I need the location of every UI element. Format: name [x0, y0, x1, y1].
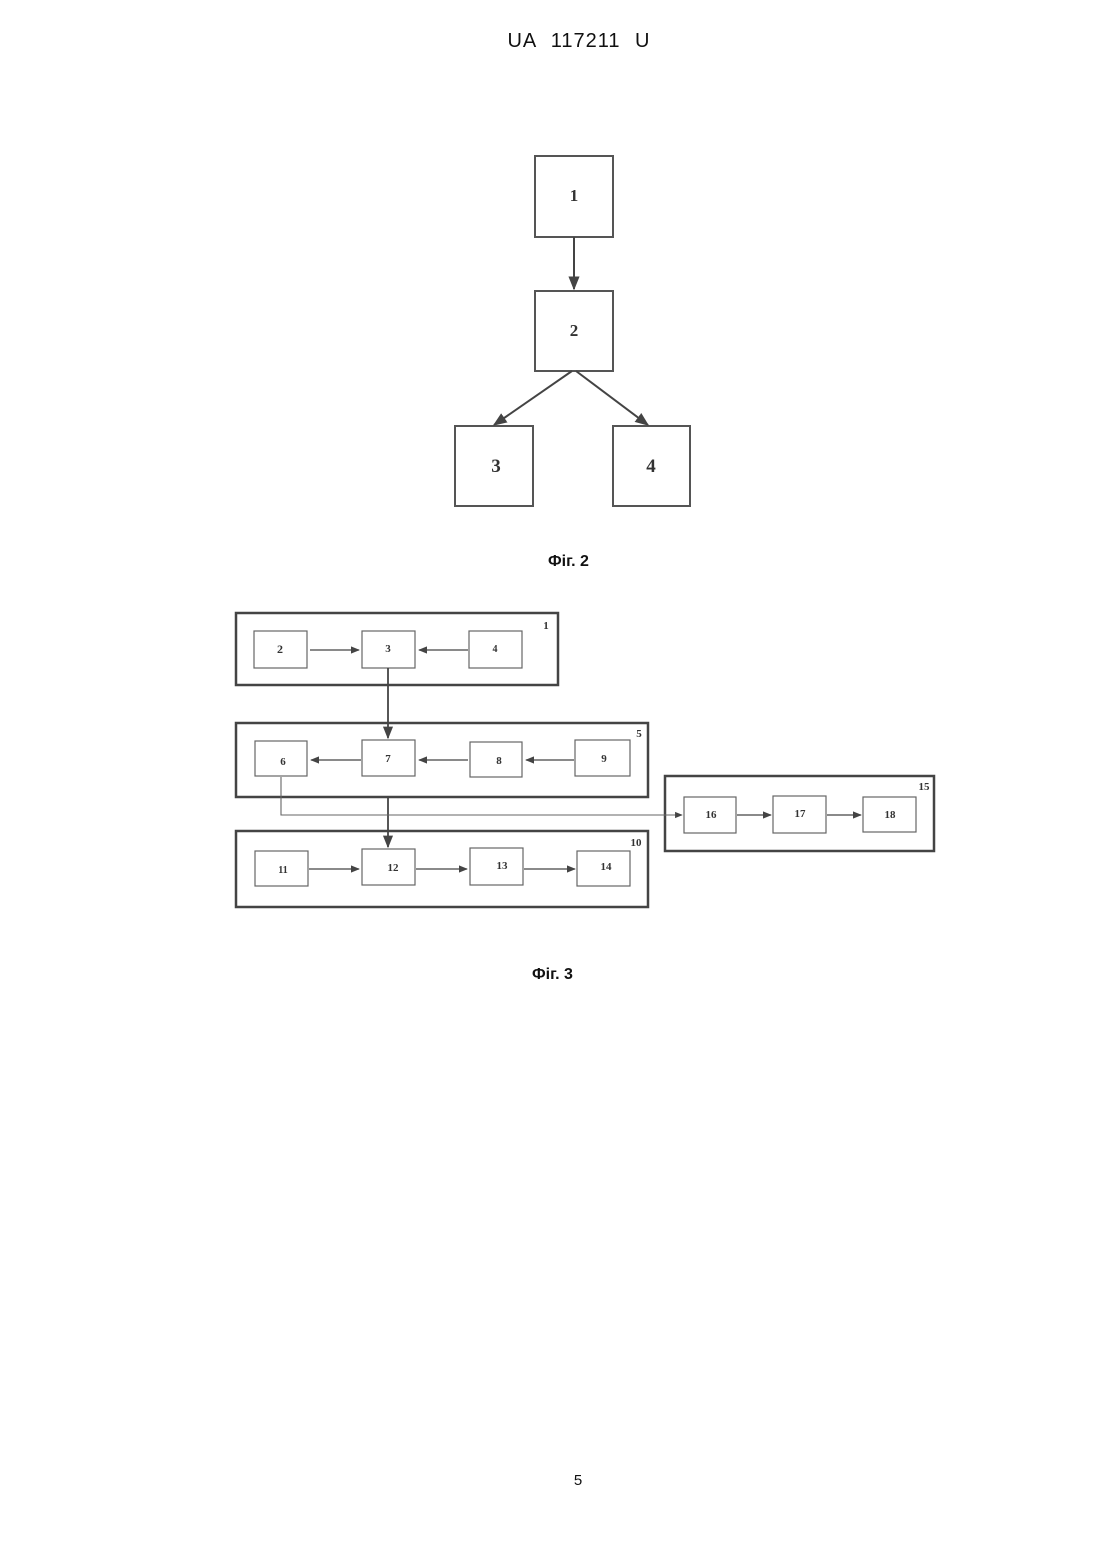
fig3-group-15-label: 15 [919, 781, 931, 793]
fig3-block-8-label: 8 [496, 755, 502, 767]
fig3-group-10-label: 10 [631, 837, 643, 849]
fig3-block-16-label: 16 [706, 809, 718, 821]
fig3-group-1: 1 2 3 4 [236, 613, 558, 685]
fig3-block-13-label: 13 [497, 860, 509, 872]
fig3-caption: Фіг. 3 [532, 966, 573, 984]
fig3-block-18-label: 18 [885, 809, 897, 821]
fig2-caption: Фіг. 2 [548, 553, 589, 571]
fig3-block-7-label: 7 [385, 753, 391, 765]
fig2-block-3: 3 [455, 426, 533, 506]
fig3-block-17-label: 17 [795, 808, 807, 820]
fig2-arrow-2-4 [576, 371, 648, 425]
fig3-block-4-label: 4 [493, 644, 498, 655]
fig3-block-14-label: 14 [601, 861, 613, 873]
fig3-group-1-label: 1 [543, 620, 549, 632]
fig3-group-5: 5 6 7 8 9 [236, 723, 648, 797]
fig3-block-2-label: 2 [277, 642, 283, 656]
fig2-block-3-label: 3 [491, 456, 501, 477]
fig2-diagram: 1 2 3 4 [455, 156, 690, 506]
fig3-block-9-label: 9 [601, 753, 607, 765]
fig3-block-6-label: 6 [280, 756, 286, 768]
page-number: 5 [0, 1472, 1101, 1489]
fig2-block-2: 2 [535, 291, 613, 371]
fig2-block-1-label: 1 [570, 186, 579, 205]
fig2-arrow-2-3 [494, 371, 572, 425]
fig3-group-15: 15 16 17 18 [665, 776, 934, 851]
fig2-block-4-label: 4 [646, 456, 656, 477]
fig2-block-1: 1 [535, 156, 613, 237]
fig2-block-2-label: 2 [570, 321, 579, 340]
fig2-block-4: 4 [613, 426, 690, 506]
fig3-block-3-label: 3 [385, 643, 391, 655]
fig3-group-5-label: 5 [636, 728, 642, 740]
fig3-group-10: 10 11 12 13 14 [236, 831, 648, 907]
fig3-diagram: 1 2 3 4 5 6 7 8 9 [236, 613, 934, 907]
fig3-block-11-label: 11 [278, 865, 287, 876]
fig3-block-12-label: 12 [388, 862, 400, 874]
